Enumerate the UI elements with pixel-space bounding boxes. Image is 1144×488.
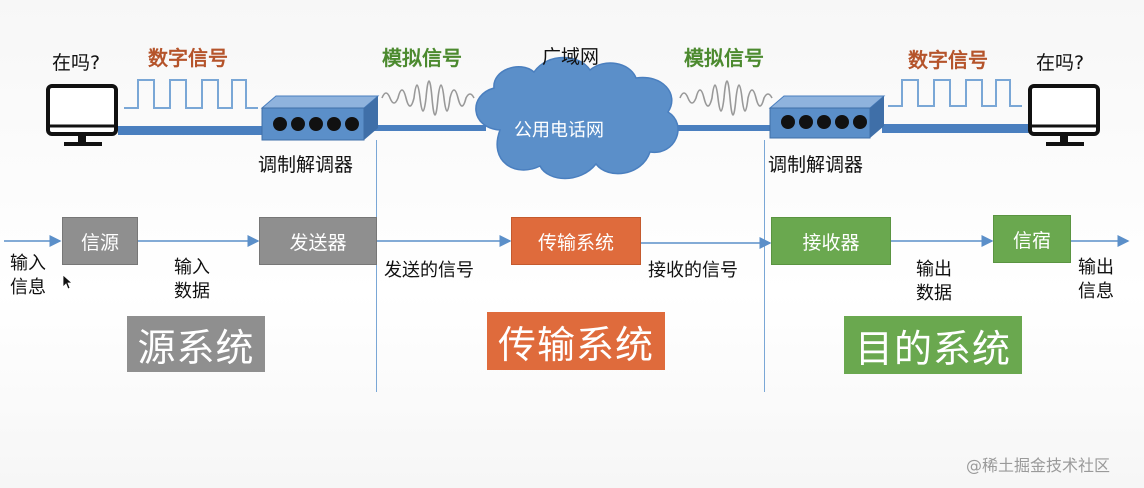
destination-box: 信宿 (993, 215, 1071, 263)
source-box: 信源 (62, 217, 138, 265)
input-info-label: 输入 信息 (10, 252, 46, 300)
digital-signal-left-label: 数字信号 (148, 46, 228, 70)
divider-right (764, 140, 765, 392)
modem-right-icon (768, 95, 886, 139)
watermark-label: @稀土掘金技术社区 (966, 456, 1111, 475)
cable-mid-left (366, 125, 486, 131)
input-info-line-1: 输入 (10, 253, 46, 274)
mouse-cursor-icon (62, 274, 74, 290)
input-data-line-2: 数据 (174, 281, 210, 302)
transmission-system-box: 传输系统 (487, 312, 665, 370)
digital-wave-right-icon (888, 79, 1022, 107)
right-question-label: 在吗? (1036, 52, 1085, 74)
digital-signal-right-label: 数字信号 (908, 48, 988, 72)
modem-right-label: 调制解调器 (768, 154, 864, 176)
flow-arrows (4, 235, 1130, 249)
output-info-label: 输出 信息 (1078, 256, 1114, 304)
network-illustration (46, 56, 1100, 180)
computer-right-icon (1028, 84, 1100, 146)
received-signal-label: 接收的信号 (648, 260, 738, 281)
cable-right (882, 124, 1030, 133)
modem-left-icon (260, 95, 380, 141)
output-info-line-2: 信息 (1078, 281, 1114, 302)
cloud-label: 公用电话网 (514, 120, 604, 141)
left-question-label: 在吗? (52, 52, 101, 74)
input-data-line-1: 输入 (174, 257, 210, 278)
analog-wave-right-icon (679, 80, 773, 116)
analog-wave-left-icon (381, 80, 475, 116)
divider-left (376, 140, 377, 392)
analog-signal-right-label: 模拟信号 (684, 46, 764, 70)
wan-label: 广域网 (542, 46, 600, 68)
modem-left-label: 调制解调器 (258, 154, 354, 176)
output-data-line-1: 输出 (916, 259, 952, 280)
sent-signal-label: 发送的信号 (384, 260, 474, 281)
cloud-icon (475, 56, 679, 180)
transmission-box: 传输系统 (511, 217, 641, 265)
source-system-box: 源系统 (127, 316, 265, 372)
receiver-box: 接收器 (771, 217, 891, 265)
transmitter-box: 发送器 (259, 217, 377, 265)
analog-signal-left-label: 模拟信号 (382, 46, 462, 70)
cable-mid-right (670, 125, 780, 131)
computer-left-icon (46, 84, 118, 146)
output-info-line-1: 输出 (1078, 257, 1114, 278)
destination-system-box: 目的系统 (844, 316, 1022, 374)
input-data-label: 输入 数据 (174, 256, 210, 304)
digital-wave-left-icon (124, 79, 258, 109)
output-data-label: 输出 数据 (916, 258, 952, 306)
cable-left (118, 126, 268, 135)
output-data-line-2: 数据 (916, 283, 952, 304)
input-info-line-2: 信息 (10, 277, 46, 298)
